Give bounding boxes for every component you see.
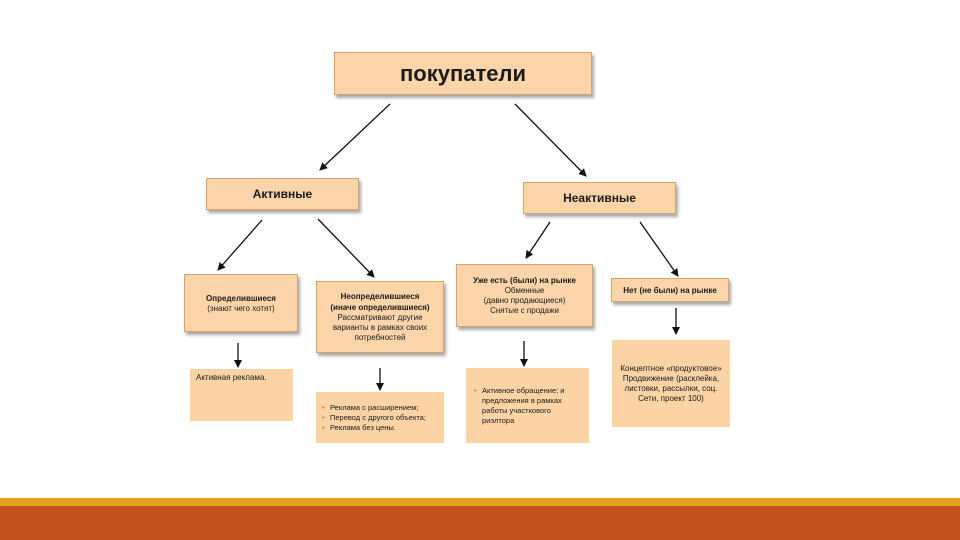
undecided-action-item: Реклама с расширением; xyxy=(320,403,440,413)
undecided-action-item: Реклама без цены. xyxy=(320,423,440,433)
absent-action-note: Концептное «продуктовое» Продвижение (ра… xyxy=(612,340,730,427)
decided-action-text: Активная реклама. xyxy=(196,373,267,382)
undecided-action-item: Перевод с другого объекта; xyxy=(320,413,440,423)
root-node: покупатели xyxy=(334,52,592,95)
existing-line-2: (давно продающиеся) xyxy=(483,296,566,305)
undecided-title: Неопределившиеся xyxy=(340,292,420,301)
decided-title: Определившиеся xyxy=(206,293,276,303)
existing-line-3: Снятые с продажи xyxy=(490,306,559,315)
active-node: Активные xyxy=(206,178,359,210)
arrow-root-to-active xyxy=(319,103,391,171)
footer-bar xyxy=(0,506,960,540)
inactive-node: Неактивные xyxy=(523,182,676,214)
existing-title: Уже есть (были) на рынке xyxy=(473,276,576,285)
footer-accent-line xyxy=(0,498,960,506)
existing-line-1: Обменные xyxy=(504,286,545,295)
active-label: Активные xyxy=(252,187,313,201)
arrow-root-to-inactive xyxy=(514,103,587,177)
decided-subtitle: (знают чего хотят) xyxy=(207,303,275,313)
existing-action-item: Активное обращение; и предложения в рамк… xyxy=(472,386,583,426)
arrow-active-to-undecided xyxy=(317,218,375,278)
existing-action-note: Активное обращение; и предложения в рамк… xyxy=(466,368,589,443)
existing-action-list: Активное обращение; и предложения в рамк… xyxy=(472,386,583,426)
absent-action-text: Концептное «продуктовое» Продвижение (ра… xyxy=(620,363,722,403)
decided-node: Определившиеся (знают чего хотят) xyxy=(184,274,298,332)
decided-action-note: Активная реклама. xyxy=(190,369,293,421)
arrow-inactive-to-existing xyxy=(525,221,551,259)
arrow-active-to-decided xyxy=(217,219,263,271)
arrow-inactive-to-absent xyxy=(639,221,679,277)
absent-node: Нет (не были) на рынке xyxy=(611,278,729,302)
root-label: покупатели xyxy=(399,60,526,86)
undecided-desc: Рассматривают другие варианты в рамках с… xyxy=(332,313,428,342)
existing-node: Уже есть (были) на рынке Обменные (давно… xyxy=(456,264,593,327)
absent-title: Нет (не были) на рынке xyxy=(623,285,717,295)
undecided-title-2: (иначе определившиеся) xyxy=(330,303,430,312)
inactive-label: Неактивные xyxy=(563,191,636,205)
undecided-action-note: Реклама с расширением; Перевод с другого… xyxy=(316,392,444,443)
undecided-action-list: Реклама с расширением; Перевод с другого… xyxy=(320,403,440,433)
undecided-node: Неопределившиеся (иначе определившиеся) … xyxy=(316,281,444,353)
